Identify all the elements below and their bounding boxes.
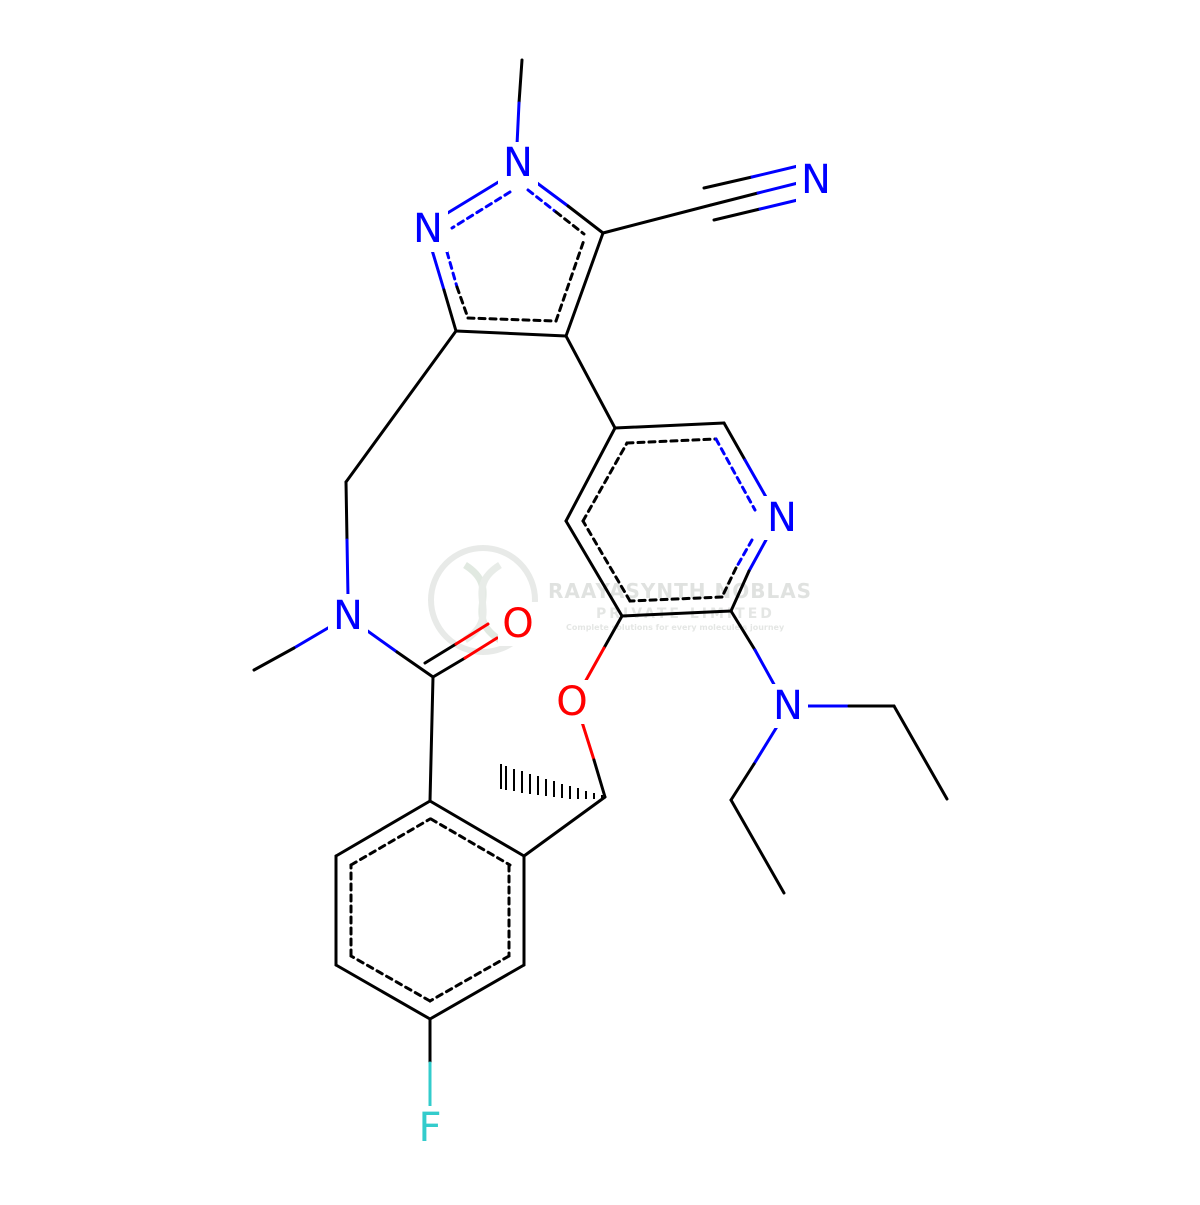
atom-fluorine: F [418, 1105, 441, 1151]
bond-carbonyl-o-a-o [463, 636, 499, 660]
bond-ch2-namide-n [345, 538, 350, 599]
atom-n-pyrazole: N [413, 206, 443, 252]
bond-n1-c5-inner [554, 210, 586, 236]
bond-n1-c5-n-inner [526, 188, 558, 214]
bond-cn-triple-a [709, 191, 760, 207]
bond-py-c3-o-o [583, 646, 606, 684]
bond-py-c4-c5 [564, 426, 617, 523]
bond-n1-c5 [566, 204, 605, 235]
watermark: RAAYASYNTH NOBLAS PRIVATE LIMITED Comple… [428, 545, 812, 655]
bond-py-c2-c3-inner [628, 595, 724, 603]
bond-bz-6-1 [334, 799, 432, 858]
bond-o-chiral [592, 758, 607, 799]
bond-carbonyl-benzene [428, 675, 435, 803]
bond-c2-nEt2-n [753, 648, 778, 690]
bond-ch2-namide [344, 480, 349, 542]
bond-c4-c5 [564, 231, 605, 338]
bond-c3-c4-inner [466, 316, 558, 323]
bond-c3-ch2 [344, 329, 458, 484]
bond-carbonyl-o-b [423, 642, 458, 665]
bond-methyl-n1-n [515, 101, 521, 147]
bond-o-chiral-o [580, 720, 596, 762]
bond-c5-cn [601, 203, 713, 235]
bond-bz-3-4 [428, 963, 526, 1021]
bond-c4-c5-inner [554, 238, 586, 323]
bond-carbonyl-o-b-o [454, 622, 490, 646]
bond-cn-triple-b-n [750, 164, 800, 179]
atom-n-methyl-pyrazole: N [503, 140, 533, 186]
atom-o-ether: O [556, 679, 587, 725]
atom-o-carbonyl: O [502, 601, 533, 647]
atom-n-amide: N [333, 593, 363, 639]
bond-bz-3-4-inner [428, 954, 511, 1003]
bond-py-n-c2-n-inner [734, 538, 754, 570]
bond-namide-methyl-n [292, 623, 335, 650]
bond-nEt2-ch2b-n [752, 723, 780, 766]
bond-py-c3-c4-inner [581, 519, 632, 603]
bond-n2-c3 [442, 288, 458, 333]
bond-ethyl-b [729, 798, 786, 895]
bond-ethyl-a [892, 704, 949, 801]
bond-chiral-benzene [522, 795, 607, 858]
bond-bz-4-5 [334, 963, 432, 1021]
atom-n-diethylamine: N [773, 683, 803, 729]
bond-namide-methyl [252, 646, 296, 672]
bond-n2-c3-inner [455, 285, 470, 320]
bond-py-c5-c6-inner [625, 437, 718, 445]
bond-methyl-n1 [517, 58, 524, 105]
bond-bz-6-1-inner [349, 817, 432, 867]
bond-py-c4-c5-inner [581, 441, 629, 523]
bond-py-c6-n [722, 421, 747, 462]
bond-py-c6-n-inner [714, 437, 757, 512]
bond-n2-c3-n [430, 248, 446, 292]
bond-cn-triple-c [712, 207, 762, 222]
bond-py-c5-c6 [613, 421, 726, 430]
bond-nEt2-ch2b [729, 762, 756, 802]
atom-n-pyridine: N [767, 495, 797, 541]
bond-py-c3-o [602, 614, 624, 650]
bond-cn-triple-a-n [756, 180, 804, 195]
bond-py-c3-c4 [564, 519, 624, 618]
atom-labels: N N N N N O O N F [328, 140, 836, 1151]
bond-n1-c5-n [531, 178, 570, 208]
bond-py-n-c2-n [747, 538, 768, 573]
bond-n1-n2-inner [450, 190, 512, 230]
bond-bz-4-5-inner [349, 954, 432, 1003]
bond-py-c2-c3 [620, 609, 733, 618]
bond-namide-carbonyl [395, 650, 435, 679]
bond-py-n-c2-inner [720, 566, 738, 599]
bond-c3-c4 [454, 329, 568, 338]
bond-n2-c3-n-inner [445, 250, 459, 289]
bond-bz-1-2-inner [429, 817, 512, 867]
bond-c2-nEt2 [729, 609, 757, 652]
watermark-title: RAAYASYNTH NOBLAS [548, 579, 812, 603]
bond-n1-n2 [439, 176, 507, 219]
watermark-tagline: Complete solutions for every molecule's … [566, 623, 785, 632]
bond-cn-triple-b [702, 175, 754, 190]
bond-py-c6-n-n [743, 458, 768, 499]
hashed-wedge-methyl [500, 764, 603, 799]
atom-n-nitrile: N [801, 157, 831, 203]
bond-bz-1-2 [428, 799, 526, 858]
bond-carbonyl-o-a [431, 656, 467, 679]
bond-py-n-c2 [729, 569, 751, 613]
bond-c4-pyridine [564, 334, 617, 430]
